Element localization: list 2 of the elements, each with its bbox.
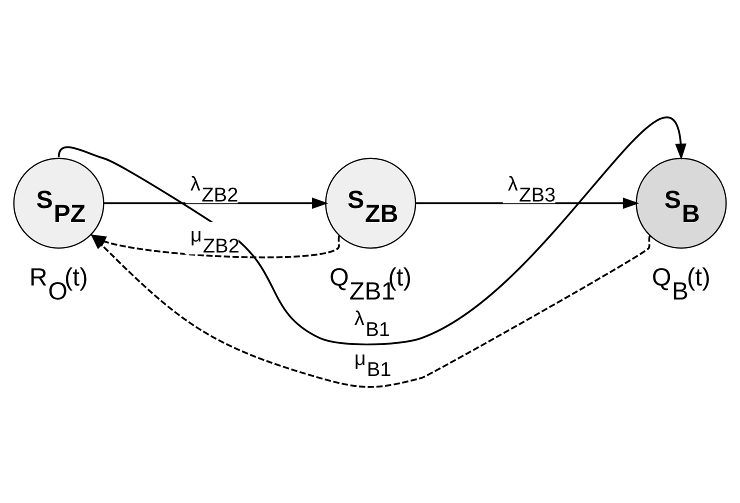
arrow — [416, 197, 640, 208]
arrow — [104, 197, 328, 208]
